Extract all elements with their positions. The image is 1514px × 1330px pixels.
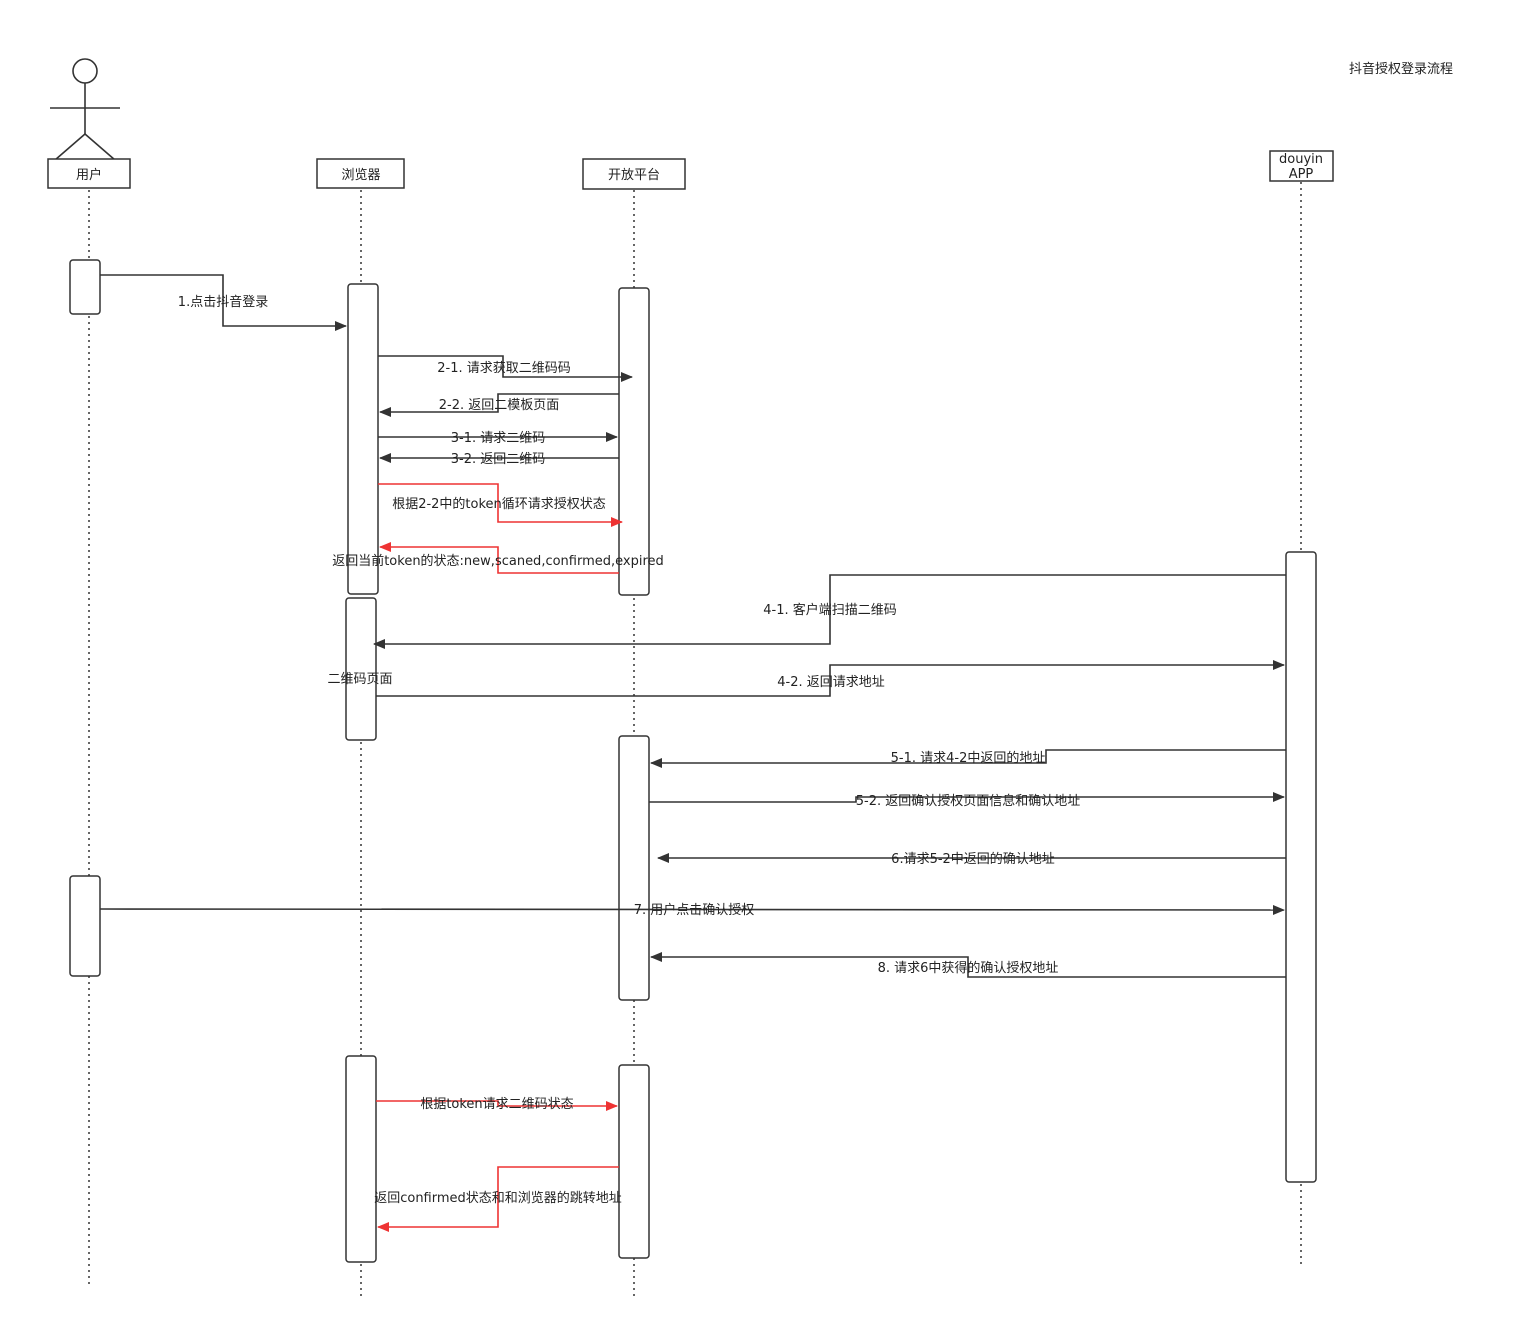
message-label-4-1: 4-1. 客户端扫描二维码 — [763, 602, 897, 618]
activation-platform-2 — [618, 735, 650, 1001]
message-arrow-5-2 — [649, 792, 1285, 803]
message-arrow-final-response — [377, 1166, 619, 1232]
message-arrow-final-request — [376, 1100, 618, 1111]
message-arrow-4-2 — [376, 660, 1285, 697]
activation-platform-3 — [618, 1064, 650, 1259]
qr-page-label: 二维码页面 — [327, 672, 392, 687]
message-arrow-5-1 — [650, 749, 1286, 768]
participant-browser-label: 浏览器 — [341, 167, 380, 183]
message-label-7: 7. 用户点击确认授权 — [634, 902, 755, 918]
message-arrow-4-1 — [373, 574, 1286, 649]
message-arrow-2-1 — [378, 355, 633, 382]
message-arrow-loop-request — [378, 483, 623, 527]
activation-user-2 — [69, 875, 101, 977]
diagram-title: 抖音授权登录流程 — [1349, 61, 1453, 77]
message-label-3-1: 3-1. 请求二维码 — [451, 431, 546, 446]
message-arrow-8 — [650, 952, 1286, 978]
participant-app: douyin APP — [1269, 150, 1334, 182]
activation-browser-3 — [345, 1055, 377, 1263]
message-label-8: 8. 请求6中获得的确认授权地址 — [878, 960, 1059, 976]
participant-app-label-line1: douyin — [1279, 152, 1323, 167]
actor-figure-icon — [50, 58, 120, 161]
message-label-1: 1.点击抖音登录 — [178, 294, 268, 310]
message-label-2-2: 2-2. 返回二模板页面 — [439, 398, 560, 413]
message-arrow-7 — [99, 904, 1285, 915]
message-arrow-2-2 — [379, 393, 619, 417]
participant-user-label: 用户 — [76, 167, 102, 183]
activation-user-1 — [69, 259, 101, 315]
activation-platform-1 — [618, 287, 650, 596]
activation-browser-1 — [347, 283, 379, 595]
message-label-final-request: 根据token请求二维码状态 — [420, 1097, 573, 1112]
message-label-3-2: 3-2. 返回二维码 — [451, 452, 546, 467]
participant-platform: 开放平台 — [582, 158, 686, 190]
message-label-loop-request: 根据2-2中的token循环请求授权状态 — [392, 496, 606, 512]
message-arrow-loop-response — [379, 542, 619, 574]
message-label-6: 6.请求5-2中返回的确认地址 — [891, 851, 1055, 867]
message-arrow-1 — [100, 274, 347, 331]
message-label-4-2: 4-2. 返回请求地址 — [777, 675, 885, 690]
message-label-5-1: 5-1. 请求4-2中返回的地址 — [891, 750, 1046, 766]
activation-browser-2 — [345, 597, 377, 741]
activation-app-1 — [1285, 551, 1317, 1183]
message-label-final-response: 返回confirmed状态和和浏览器的跳转地址 — [374, 1190, 622, 1206]
participant-browser: 浏览器 — [316, 158, 405, 189]
message-label-2-1: 2-1. 请求获取二维码码 — [437, 361, 571, 376]
participant-user: 用户 — [47, 158, 131, 189]
participant-app-label-line2: APP — [1289, 167, 1314, 182]
message-label-loop-response: 返回当前token的状态:new,scaned,confirmed,expire… — [332, 553, 664, 569]
message-label-5-2: 5-2. 返回确认授权页面信息和确认地址 — [856, 793, 1081, 809]
participant-platform-label: 开放平台 — [608, 168, 660, 183]
